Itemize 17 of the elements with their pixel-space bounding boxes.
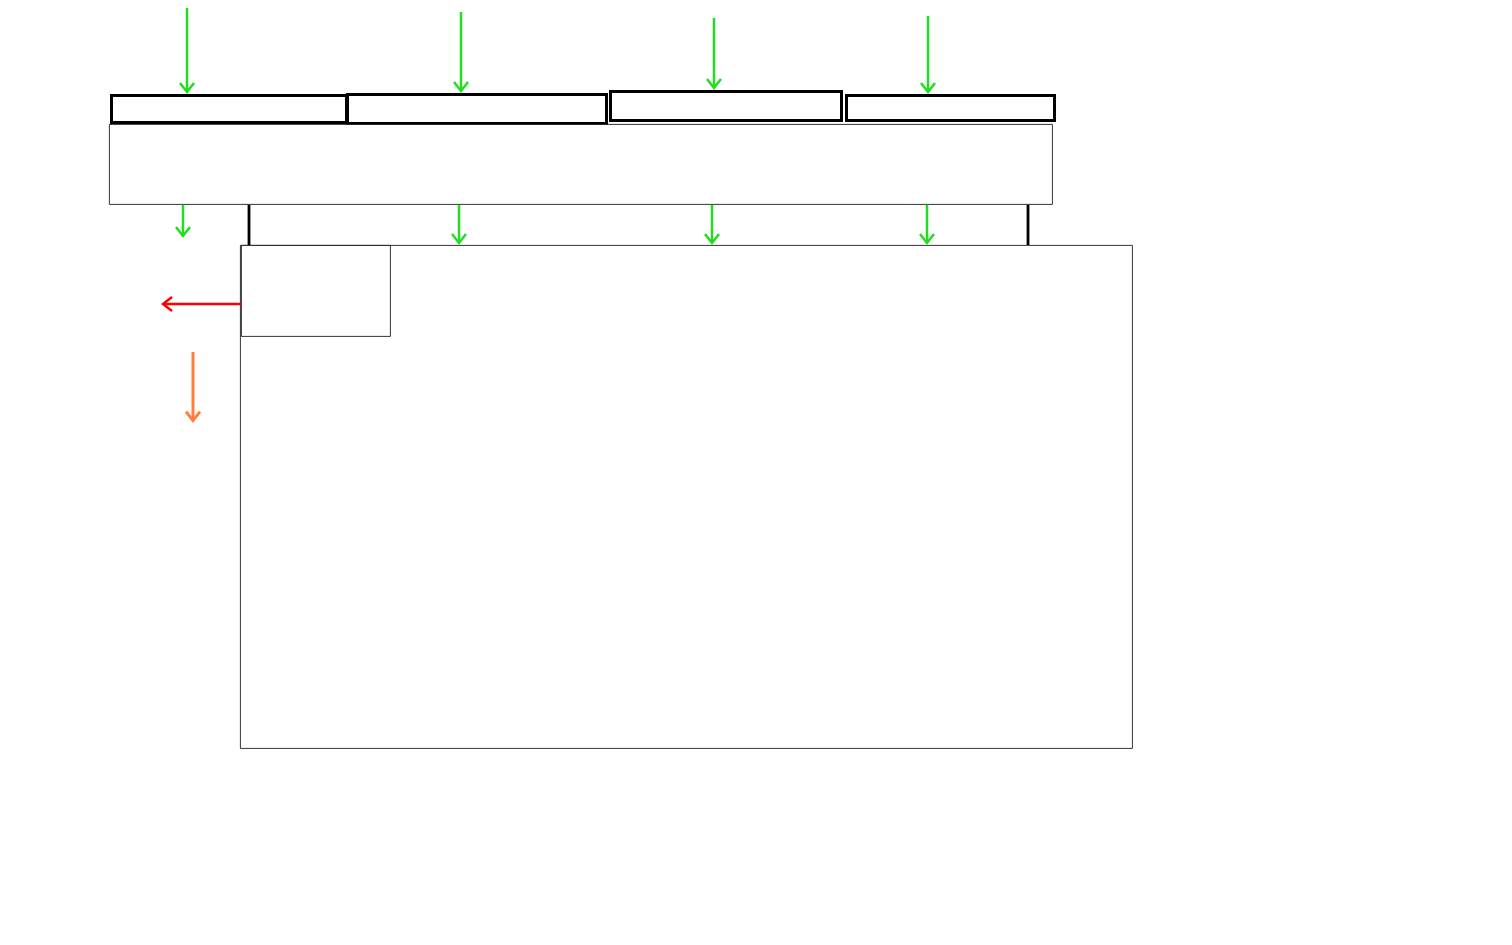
arrow (175, 204, 191, 238)
post-line (247, 204, 251, 245)
arrow (161, 296, 241, 312)
arrow (453, 12, 469, 93)
tab-box (346, 93, 608, 125)
tab-box (609, 90, 843, 122)
arrow (919, 204, 935, 245)
arrow (920, 16, 936, 94)
arrow (704, 204, 720, 245)
panel-box (240, 245, 1133, 749)
tab-box (110, 94, 348, 124)
arrow (451, 204, 467, 245)
arrow (179, 8, 195, 94)
inner-box (241, 245, 391, 337)
arrow (706, 18, 722, 90)
tab-box (845, 94, 1056, 122)
post-line (1026, 204, 1030, 245)
